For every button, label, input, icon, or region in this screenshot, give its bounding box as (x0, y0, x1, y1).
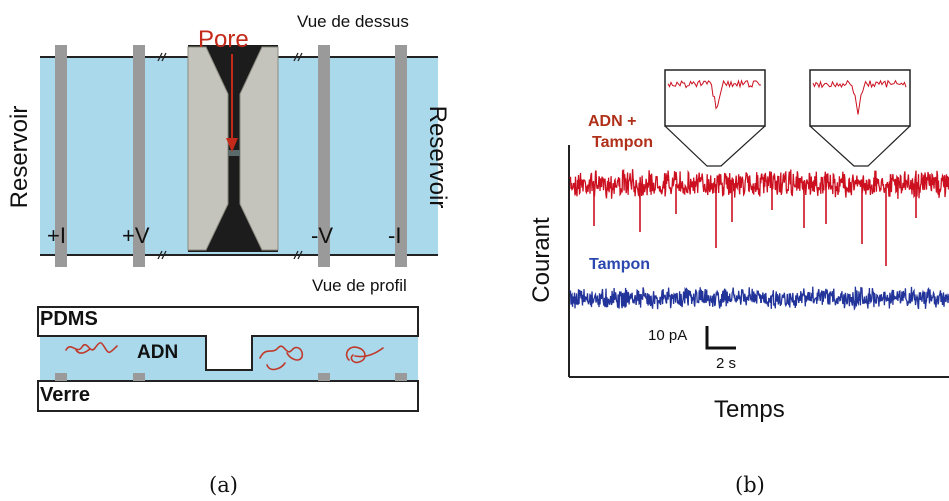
panel-b-diagram (568, 69, 949, 378)
electrode-minus-i (395, 45, 407, 267)
electrode-label-plus-i: +I (47, 223, 66, 248)
trace-upper-noise (569, 168, 949, 199)
dna-strands (65, 341, 384, 371)
dna-strand-2 (259, 345, 304, 371)
pore-label: Pore (198, 26, 249, 53)
electrode-minus-v (318, 45, 330, 267)
reservoir-left-label: Reservoir (6, 105, 33, 209)
caption-a: (a) (209, 473, 238, 497)
pore-arrowhead (226, 138, 238, 152)
reservoir-right-label: Reservoir (424, 105, 451, 209)
pdms-label: PDMS (40, 308, 98, 330)
scalebar-time-label: 2 s (716, 355, 737, 372)
inset-zoom-2 (809, 69, 911, 127)
pore-right-membrane (239, 46, 279, 251)
pdms-layer (37, 306, 419, 371)
dna-strand-3 (345, 346, 384, 364)
side-electrode-3 (318, 373, 330, 381)
upper-trace-label-line1: ADN + (588, 113, 637, 130)
pore-left-membrane (187, 46, 229, 251)
upper-trace-label-line2: Tampon (592, 134, 654, 151)
panel-a-diagram (37, 45, 438, 412)
electrode-plus-v (133, 45, 145, 267)
lower-trace-label: Tampon (589, 256, 651, 273)
top-view-label: Vue de dessus (297, 12, 409, 31)
inset-zoom-1 (664, 69, 766, 127)
inset-trace-2 (812, 79, 907, 115)
pore-gap-highlight (228, 150, 240, 156)
side-electrode-4 (395, 373, 407, 381)
caption-b: (b) (735, 473, 765, 497)
side-electrode-1 (55, 373, 67, 381)
scalebar-current-label: 10 pA (648, 327, 688, 344)
trace-adn-tampon (569, 168, 949, 266)
break-marks (157, 52, 303, 260)
glass-label: Verre (40, 384, 91, 406)
scale-bar (705, 326, 736, 350)
y-axis-label: Courant (528, 217, 555, 303)
x-axis-label: Temps (714, 396, 785, 423)
inset-trace-1 (667, 79, 762, 110)
zoom-callout-lines (664, 125, 911, 167)
side-electrode-2 (133, 373, 145, 381)
trace-tampon (569, 286, 949, 311)
trace-lower-noise (569, 286, 949, 311)
dna-strand-1 (65, 341, 118, 354)
dna-label: ADN (137, 342, 179, 363)
side-view-label: Vue de profil (312, 276, 407, 295)
electrode-label-minus-v: -V (311, 223, 333, 248)
glass-layer (37, 380, 419, 412)
electrode-label-plus-v: +V (122, 223, 150, 248)
electrode-label-minus-i: -I (388, 223, 402, 248)
electrode-plus-i (55, 45, 67, 267)
